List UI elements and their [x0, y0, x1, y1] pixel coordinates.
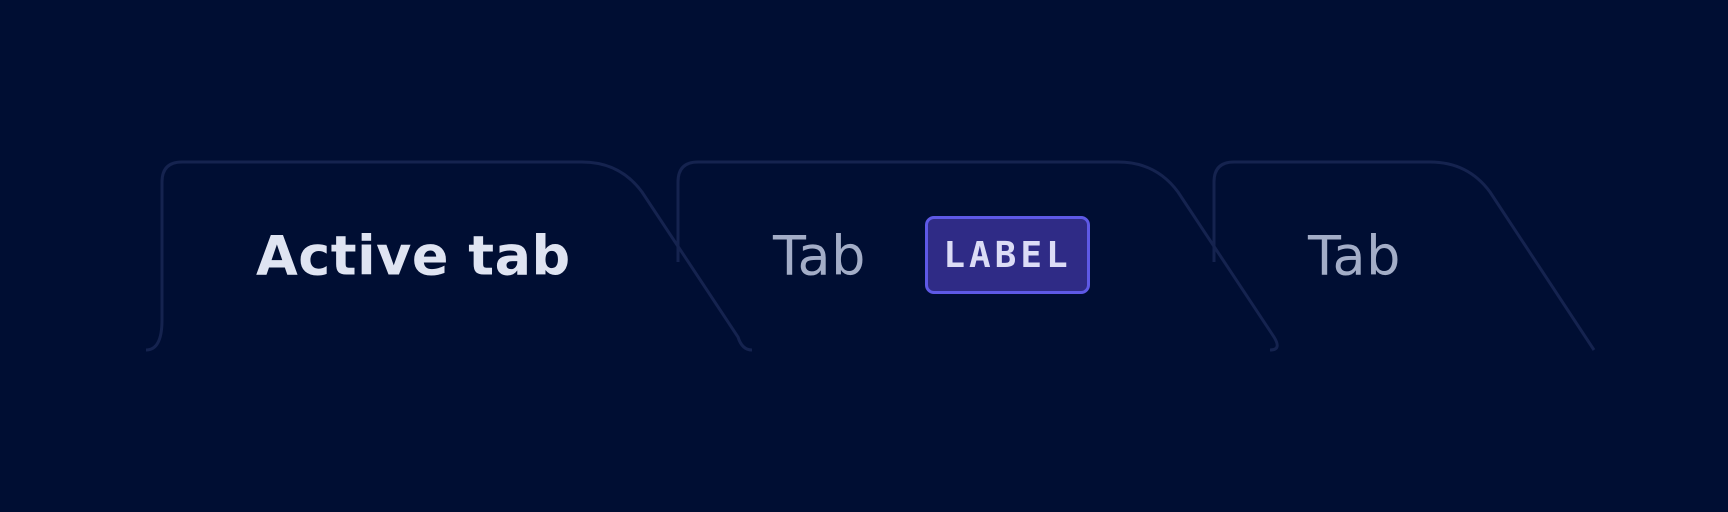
tab-active[interactable]: Active tab [162, 162, 738, 350]
tab-2[interactable]: Tab [678, 162, 1274, 350]
tab-1-outline [145, 160, 753, 352]
tab-3-label: Tab [1308, 224, 1401, 288]
tab-2-outline [676, 160, 1279, 352]
tab-3-outline [1212, 160, 1596, 351]
tab-2-label: Tab [773, 224, 866, 288]
tab-active-label: Active tab [256, 224, 571, 288]
tab-2-badge: LABEL [925, 216, 1090, 294]
tab-3[interactable]: Tab [1214, 162, 1594, 350]
